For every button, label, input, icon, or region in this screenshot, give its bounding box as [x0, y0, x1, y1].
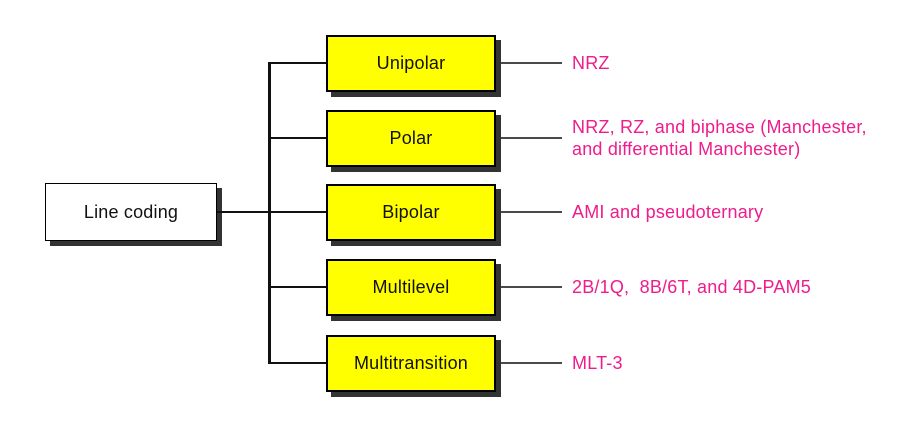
description-polar: NRZ, RZ, and biphase (Manchester, and di…	[572, 117, 867, 159]
connector-trunk-to-multitransition	[268, 362, 326, 365]
description-unipolar: NRZ	[572, 53, 610, 73]
connector-multilevel-to-description	[501, 286, 562, 288]
node-multilevel: Multilevel	[326, 258, 496, 316]
connector-bipolar-to-description	[501, 211, 562, 213]
node-line-coding: Line coding	[45, 183, 217, 241]
connector-multitransition-to-description	[501, 362, 562, 364]
node-unipolar: Unipolar	[326, 34, 496, 92]
node-multitransition: Multitransition	[326, 334, 496, 392]
node-label: Unipolar	[376, 52, 446, 73]
description-multitransition: MLT-3	[572, 353, 623, 373]
description-multilevel: 2B/1Q, 8B/6T, and 4D-PAM5	[572, 277, 811, 297]
connector-trunk-to-unipolar	[268, 62, 326, 65]
node-polar: Polar	[326, 109, 496, 167]
connector-unipolar-to-description	[501, 62, 562, 64]
root-node-label: Line coding	[83, 201, 179, 222]
connector-polar-to-description	[501, 137, 562, 139]
node-label: Multilevel	[372, 276, 450, 297]
node-bipolar: Bipolar	[326, 183, 496, 241]
connector-trunk-to-polar	[268, 137, 326, 140]
connector-trunk-to-multilevel	[268, 286, 326, 289]
connector-root-to-trunk	[217, 211, 269, 214]
node-label: Polar	[389, 127, 433, 148]
node-label: Bipolar	[382, 201, 440, 222]
connector-trunk-to-bipolar	[268, 211, 326, 214]
node-label: Multitransition	[353, 352, 469, 373]
description-bipolar: AMI and pseudoternary	[572, 202, 764, 222]
